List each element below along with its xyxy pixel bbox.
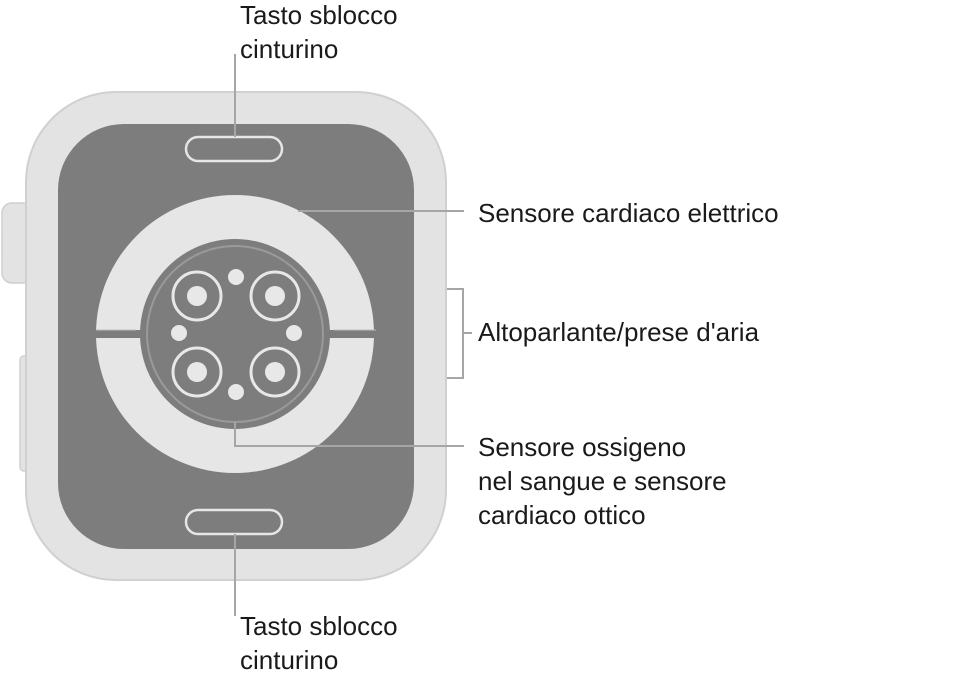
- sensor-dot-left: [171, 325, 187, 341]
- callout-band-release-top: Tasto sblocco cinturino: [240, 0, 398, 64]
- callout-optical-sensor: Sensore ossigeno nel sangue e sensore ca…: [478, 432, 727, 530]
- band-release-button-top[interactable]: [184, 135, 284, 163]
- optical-sensor-top-right: [249, 270, 301, 322]
- optical-sensor-top-left: [171, 270, 223, 322]
- leader-line-optical-sensor: [234, 422, 464, 447]
- speaker-bracket: [447, 288, 472, 379]
- sensor-dot-top: [228, 269, 244, 285]
- callout-band-release-bottom: Tasto sblocco cinturino: [240, 611, 398, 675]
- ring-gap-left: [94, 330, 148, 338]
- callout-electrical-heart-sensor: Sensore cardiaco elettrico: [478, 198, 779, 228]
- sensor-dot-right: [286, 325, 302, 341]
- ring-gap-right: [322, 330, 378, 338]
- band-release-button-bottom[interactable]: [184, 508, 284, 536]
- optical-sensor-bottom-right: [249, 346, 301, 398]
- callout-speaker-vents: Altoparlante/prese d'aria: [478, 317, 760, 347]
- sensor-dot-bottom: [228, 384, 244, 400]
- optical-sensor-bottom-left: [171, 346, 223, 398]
